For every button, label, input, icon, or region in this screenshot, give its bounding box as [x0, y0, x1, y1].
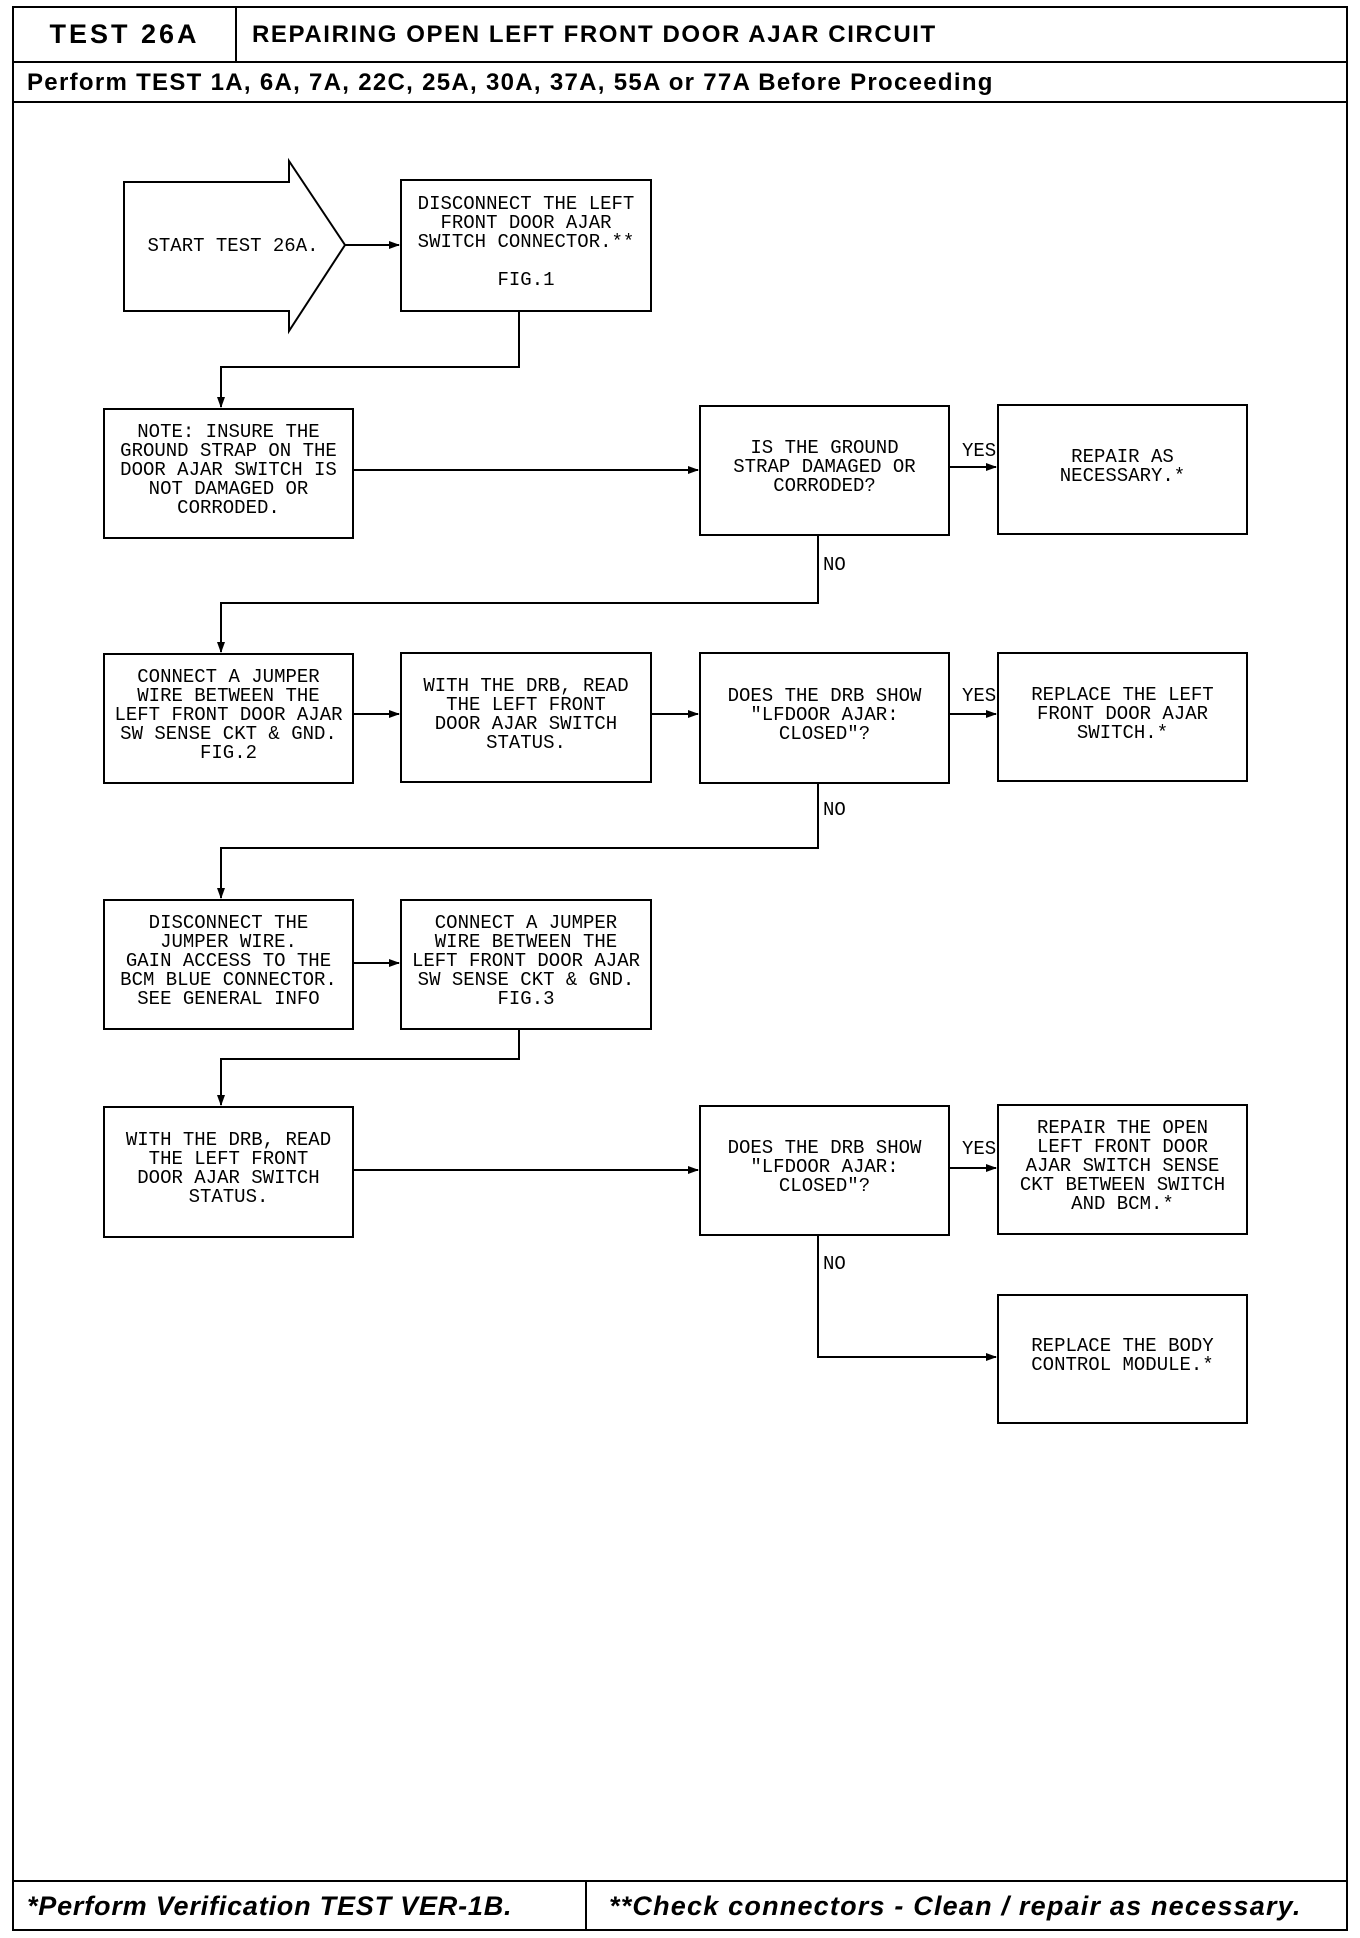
connector-closed-question2-no — [817, 1236, 997, 1361]
yes-label-closed-1: YES — [962, 685, 997, 707]
step-note-ground-strap: NOTE: INSURE THE GROUND STRAP ON THE DOO… — [103, 408, 354, 539]
step-connect-jumper-2: CONNECT A JUMPER WIRE BETWEEN THE LEFT F… — [400, 899, 652, 1030]
connector-ground-question-no — [217, 536, 819, 653]
prerequisite-note: Perform TEST 1A, 6A, 7A, 22C, 25A, 30A, … — [27, 68, 994, 96]
result-replace-bcm: REPLACE THE BODY CONTROL MODULE.* — [997, 1294, 1248, 1424]
start-label: START TEST 26A. — [147, 235, 319, 257]
step-disconnect-jumper: DISCONNECT THE JUMPER WIRE. GAIN ACCESS … — [103, 899, 354, 1030]
header-divider — [235, 6, 237, 62]
no-label-closed-1: NO — [823, 799, 846, 821]
connector-disconnect-switch-to-note — [217, 312, 520, 408]
result-repair-as-necessary: REPAIR AS NECESSARY.* — [997, 404, 1248, 535]
yes-label-ground-strap: YES — [962, 440, 997, 462]
page-frame — [12, 6, 1348, 1931]
footer-top-rule — [12, 1880, 1348, 1882]
header-bottom-rule — [12, 61, 1348, 63]
no-label-ground-strap: NO — [823, 554, 846, 576]
decision-closed-2: DOES THE DRB SHOW "LFDOOR AJAR: CLOSED"? — [699, 1105, 950, 1236]
yes-label-closed-2: YES — [962, 1138, 997, 1160]
connector-jumper2-to-read2 — [217, 1030, 520, 1106]
start-arrow-shape — [123, 157, 347, 335]
decision-closed-1: DOES THE DRB SHOW "LFDOOR AJAR: CLOSED"? — [699, 652, 950, 784]
connector-closed-question1-no — [217, 784, 819, 899]
result-replace-switch: REPLACE THE LEFT FRONT DOOR AJAR SWITCH.… — [997, 652, 1248, 782]
step-connect-jumper-1: CONNECT A JUMPER WIRE BETWEEN THE LEFT F… — [103, 653, 354, 784]
no-label-closed-2: NO — [823, 1253, 846, 1275]
decision-ground-strap: IS THE GROUND STRAP DAMAGED OR CORRODED? — [699, 405, 950, 536]
step-read-status-2: WITH THE DRB, READ THE LEFT FRONT DOOR A… — [103, 1106, 354, 1238]
step-disconnect-switch: DISCONNECT THE LEFT FRONT DOOR AJAR SWIT… — [400, 179, 652, 312]
step-read-status-1: WITH THE DRB, READ THE LEFT FRONT DOOR A… — [400, 652, 652, 783]
result-repair-open-circuit: REPAIR THE OPEN LEFT FRONT DOOR AJAR SWI… — [997, 1104, 1248, 1235]
prerequisite-bottom-rule — [12, 101, 1348, 103]
footer-divider — [585, 1881, 587, 1931]
page-title: REPAIRING OPEN LEFT FRONT DOOR AJAR CIRC… — [252, 20, 937, 48]
footer-verification-note: *Perform Verification TEST VER-1B. — [27, 1890, 513, 1921]
footer-connector-note: **Check connectors - Clean / repair as n… — [609, 1890, 1302, 1921]
test-id: TEST 26A — [49, 19, 200, 49]
